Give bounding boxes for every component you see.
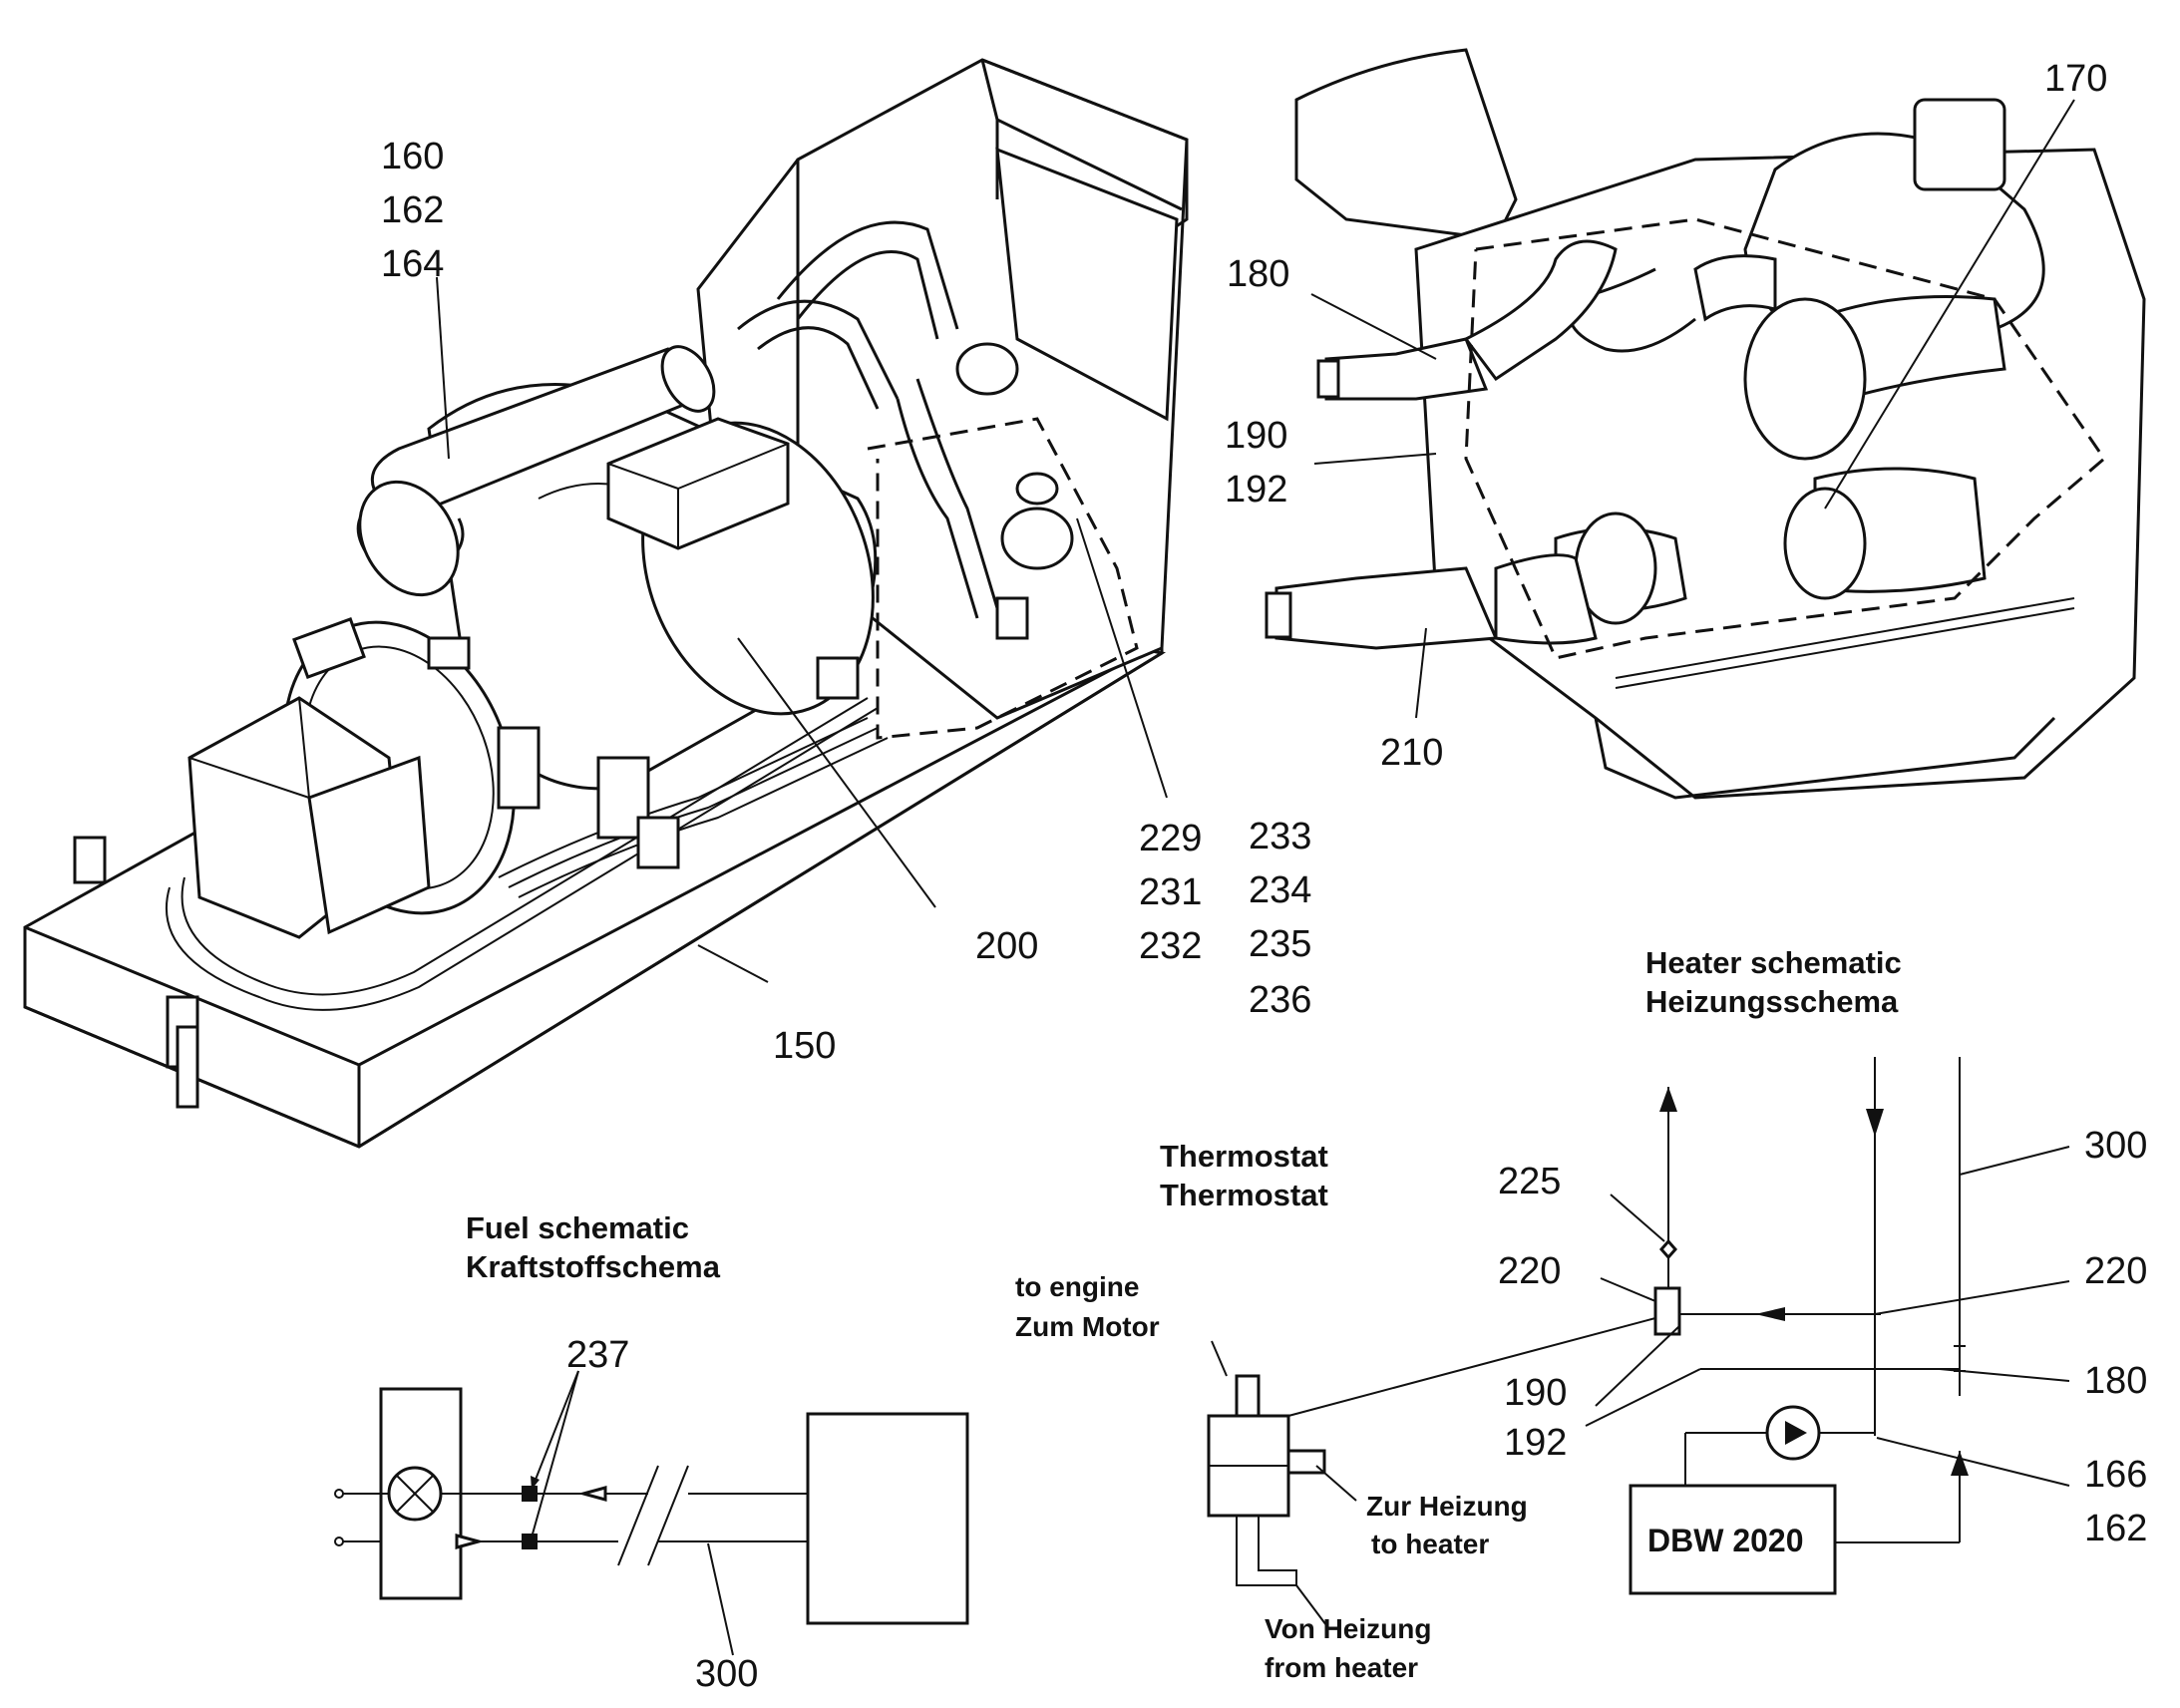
callout-180-heater: 180	[2084, 1360, 2148, 1402]
callout-225: 225	[1498, 1161, 1562, 1202]
callout-220-left: 220	[1498, 1250, 1562, 1292]
to-heater-label-de: Zur Heizung	[1366, 1491, 1528, 1522]
callout-192: 192	[1225, 469, 1288, 511]
from-heater-label-en: from heater	[1265, 1652, 1419, 1683]
callout-150: 150	[773, 1025, 837, 1067]
thermostat-drawing	[1207, 1317, 1656, 1626]
thermostat-title-en: Thermostat	[1160, 1139, 1328, 1174]
fuel-schematic-drawing	[334, 1370, 969, 1656]
callout-200: 200	[975, 925, 1039, 967]
to-engine-label-en: to engine	[1015, 1271, 1140, 1302]
callout-300-heater: 300	[2084, 1125, 2148, 1167]
callout-237: 237	[566, 1334, 630, 1376]
callout-220-right: 220	[2084, 1250, 2148, 1292]
callout-236: 236	[1249, 979, 1312, 1021]
callout-192-heater: 192	[1504, 1422, 1568, 1464]
from-heater-label-de: Von Heizung	[1265, 1613, 1432, 1644]
callout-234: 234	[1249, 869, 1312, 911]
heater-schematic-drawing	[1585, 1057, 2070, 1595]
heater-schematic-title-de: Heizungsschema	[1645, 984, 1899, 1019]
callout-190: 190	[1225, 415, 1288, 457]
callout-233: 233	[1249, 816, 1312, 857]
fuel-schematic-title-de: Kraftstoffschema	[466, 1249, 720, 1284]
callout-231: 231	[1139, 871, 1203, 913]
callout-229: 229	[1139, 818, 1203, 859]
heater-assembly-drawing	[23, 58, 1189, 1149]
detail-view-drawing	[1265, 48, 2146, 800]
callout-162: 162	[381, 189, 445, 231]
heater-schematic-title-en: Heater schematic	[1645, 945, 1902, 980]
fuel-schematic-title-en: Fuel schematic	[466, 1210, 689, 1245]
thermostat-title-de: Thermostat	[1160, 1178, 1328, 1212]
callout-235: 235	[1249, 923, 1312, 965]
callout-300-fuel: 300	[695, 1653, 759, 1695]
callout-162-heater: 162	[2084, 1508, 2148, 1549]
callout-164: 164	[381, 243, 445, 285]
callout-190-heater: 190	[1504, 1372, 1568, 1414]
callout-170: 170	[2044, 58, 2108, 100]
callout-166: 166	[2084, 1454, 2148, 1496]
callout-232: 232	[1139, 925, 1203, 967]
callout-180: 180	[1227, 253, 1290, 295]
to-heater-label-en: to heater	[1371, 1529, 1490, 1559]
callout-210: 210	[1380, 732, 1444, 774]
callout-160: 160	[381, 136, 445, 177]
to-engine-label-de: Zum Motor	[1015, 1311, 1160, 1342]
dbw-heater-box-label: DBW 2020	[1647, 1523, 1804, 1558]
